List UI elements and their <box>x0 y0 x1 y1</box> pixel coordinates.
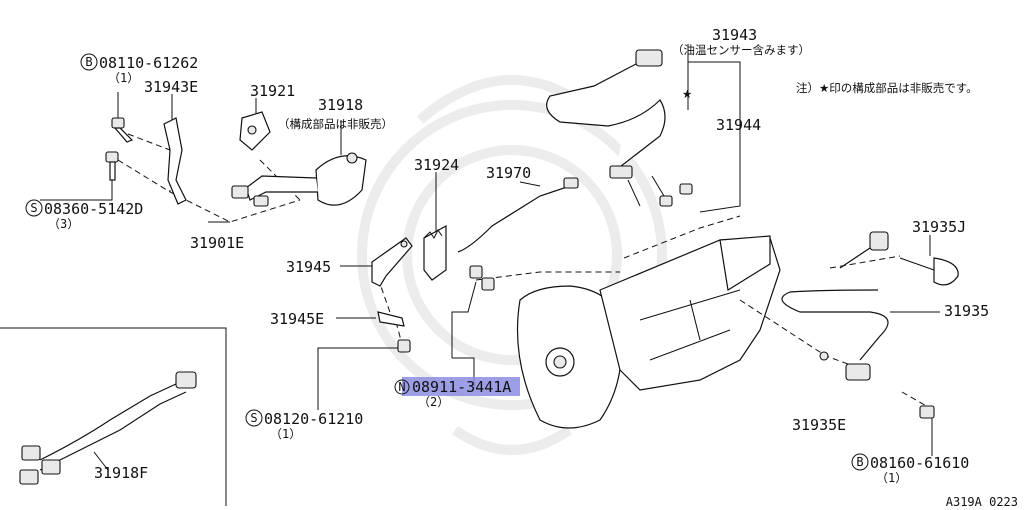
part-label-08160-61610[interactable]: B 08160-61610 （1） <box>851 453 969 485</box>
harness-31935 <box>781 231 959 419</box>
part-qty: （3） <box>48 217 79 231</box>
selected-part-highlight <box>402 377 520 396</box>
part-label-31924[interactable]: 31924 <box>414 156 459 174</box>
part-code: 31918 <box>318 96 363 114</box>
bracket-31943e <box>163 117 187 205</box>
part-code: 08911-3441A <box>412 378 511 396</box>
part-code: 08120-61210 <box>264 410 363 428</box>
part-label-31918[interactable]: 31918 （構成部品は非販売） <box>278 96 393 131</box>
part-qty: （1） <box>270 427 301 441</box>
part-code: 08360-5142D <box>44 200 143 218</box>
inset-panel-31918f <box>0 327 227 506</box>
non-sale-note: 注）★印の構成部品は非販売です。 <box>796 81 978 95</box>
cam-31921 <box>239 111 271 151</box>
watermark-emblem <box>357 75 667 455</box>
part-label-31945[interactable]: 31945 <box>286 258 331 276</box>
nut-08911-3441a <box>469 265 495 291</box>
lever-31945 <box>371 237 413 287</box>
prefix-s-icon: S <box>250 411 257 425</box>
bolt-08360-5142d <box>105 151 119 181</box>
part-note: （油温センサー含みます） <box>672 43 810 57</box>
bolt-08110-61262 <box>111 117 134 143</box>
switch-31918 <box>231 152 367 207</box>
part-label-31935j[interactable]: 31935J <box>912 218 966 236</box>
part-label-31901e[interactable]: 31901E <box>190 234 244 252</box>
part-qty: （2） <box>418 395 449 409</box>
bolt-08120-61210 <box>397 339 411 353</box>
prefix-b-icon: B <box>856 455 863 469</box>
part-label-31944[interactable]: 31944 <box>716 116 761 134</box>
rod-31970 <box>457 177 579 253</box>
part-qty: （1） <box>876 471 907 485</box>
part-label-31943e[interactable]: 31943E <box>144 78 198 96</box>
part-label-31935e[interactable]: 31935E <box>792 416 846 434</box>
part-label-31943[interactable]: 31943 （油温センサー含みます） <box>672 26 810 57</box>
part-qty: （1） <box>108 71 139 85</box>
part-note: （構成部品は非販売） <box>278 117 393 131</box>
part-code: 08160-61610 <box>870 454 969 472</box>
prefix-n-icon: N <box>398 380 405 394</box>
star-mark-icon: ★ <box>682 87 692 101</box>
sector-31924 <box>423 224 447 281</box>
part-label-08110-61262[interactable]: B 08110-61262 （1） <box>80 53 198 85</box>
part-label-08120-61210[interactable]: S 08120-61210 （1） <box>245 409 363 441</box>
prefix-b-icon: B <box>85 55 92 69</box>
part-label-31945e[interactable]: 31945E <box>270 310 324 328</box>
figure-code: A319A 0223 <box>946 495 1018 509</box>
part-label-08911-3441a[interactable]: N 08911-3441A （2） <box>394 378 511 409</box>
harness-31943 <box>546 49 693 207</box>
part-label-31918f[interactable]: 31918F <box>94 464 148 482</box>
part-label-08360-5142d[interactable]: S 08360-5142D （3） <box>25 199 143 231</box>
part-code: 31943 <box>712 26 757 44</box>
connector-leader-lines-right <box>623 44 940 456</box>
transmission-assembly <box>516 235 781 429</box>
prefix-s-icon: S <box>30 201 37 215</box>
pin-31945e <box>377 311 405 327</box>
part-code: 08110-61262 <box>99 54 198 72</box>
part-label-31921[interactable]: 31921 <box>250 82 295 100</box>
part-label-31935[interactable]: 31935 <box>944 302 989 320</box>
part-label-31970[interactable]: 31970 <box>486 164 531 182</box>
connector-leader-lines-middle <box>317 172 620 410</box>
